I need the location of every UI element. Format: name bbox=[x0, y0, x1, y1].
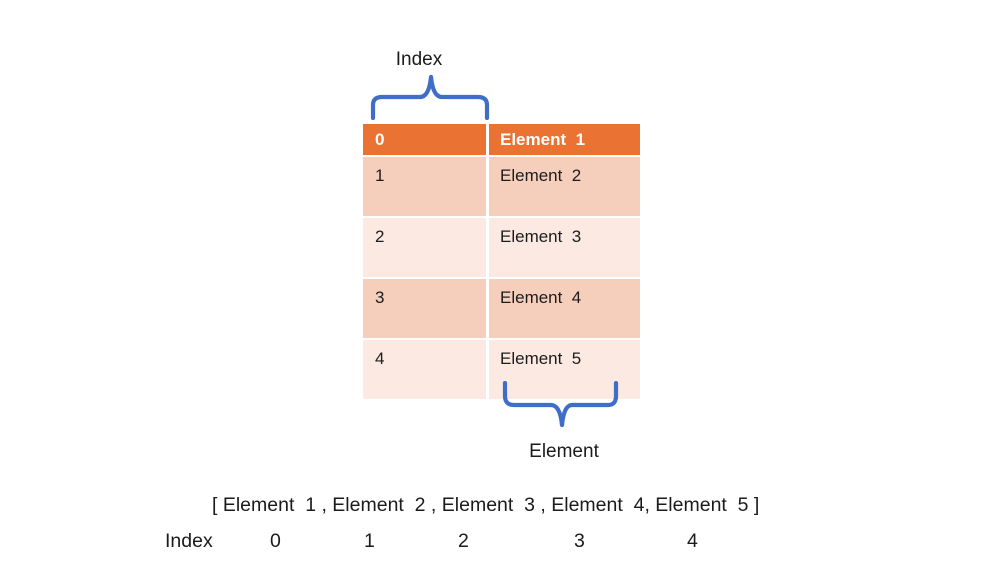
index-value: 0 bbox=[270, 530, 281, 552]
element-brace-label: Element bbox=[529, 441, 599, 462]
element-bottom-brace-icon bbox=[502, 381, 619, 428]
table-row: 2 Element 3 bbox=[363, 216, 640, 277]
index-brace-label: Index bbox=[395, 49, 443, 70]
element-cell: Element 2 bbox=[489, 157, 640, 216]
index-cell: 4 bbox=[363, 340, 489, 399]
table-row: 1 Element 2 bbox=[363, 155, 640, 216]
array-notation-line: [ Element 1 , Element 2 , Element 3 , El… bbox=[212, 494, 760, 516]
element-cell: Element 4 bbox=[489, 279, 640, 338]
table-row: 4 Element 5 bbox=[363, 338, 640, 399]
index-value: 2 bbox=[458, 530, 469, 552]
element-cell: Element 5 bbox=[489, 340, 640, 399]
table-header-row: 0 Element 1 bbox=[363, 124, 640, 155]
index-top-brace-icon bbox=[370, 74, 490, 120]
index-value: 1 bbox=[364, 530, 375, 552]
index-cell: 2 bbox=[363, 218, 489, 277]
element-cell: Element 3 bbox=[489, 218, 640, 277]
header-element-cell: Element 1 bbox=[489, 124, 640, 155]
table-row: 3 Element 4 bbox=[363, 277, 640, 338]
header-index-cell: 0 bbox=[363, 124, 489, 155]
array-table: 0 Element 1 1 Element 2 2 Element 3 3 El… bbox=[363, 124, 640, 399]
index-cell: 3 bbox=[363, 279, 489, 338]
index-value: 4 bbox=[687, 530, 698, 552]
index-cell: 1 bbox=[363, 157, 489, 216]
index-value: 3 bbox=[574, 530, 585, 552]
index-row-label: Index bbox=[165, 530, 213, 552]
